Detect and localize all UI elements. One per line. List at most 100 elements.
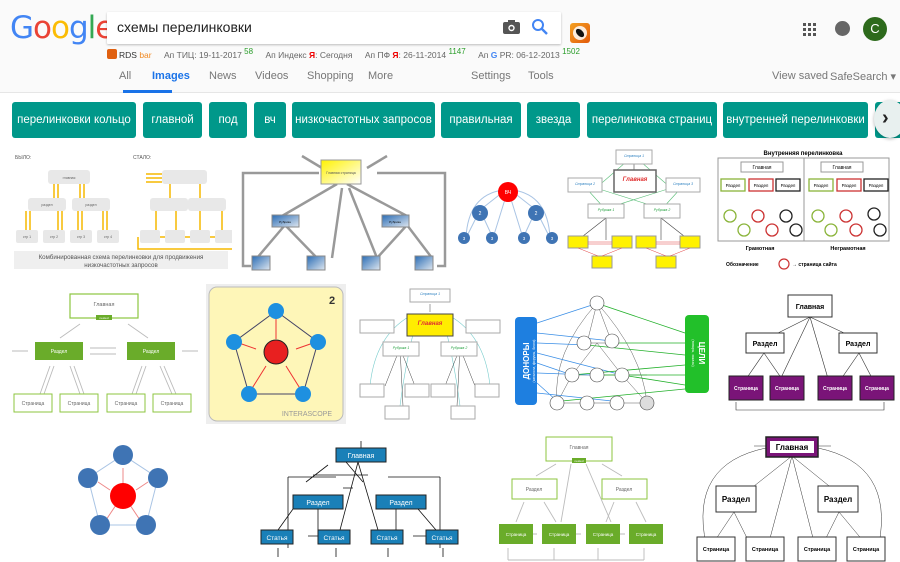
node-main-label: Главная xyxy=(623,177,648,183)
node-page1 xyxy=(615,149,653,165)
google-logo[interactable]: Google xyxy=(10,10,114,46)
chip-7[interactable]: перелинковка страниц xyxy=(587,102,717,138)
rds-brand[interactable]: RDS bar xyxy=(107,48,152,60)
tab-shopping[interactable]: Shopping xyxy=(307,70,354,82)
rds-tic[interactable]: Ап ТИЦ: 19-11-2017 58 xyxy=(164,47,254,60)
node-section xyxy=(511,478,558,500)
rds-extension-icon[interactable] xyxy=(570,23,590,43)
page-nodes xyxy=(696,536,886,562)
image-result-11[interactable] xyxy=(68,440,178,550)
caption-bg xyxy=(14,251,228,269)
apps-grid-icon[interactable] xyxy=(803,23,817,37)
image-result-8[interactable]: Страница 1 Главная Рубрика 1 Рубрика 2 xyxy=(355,286,505,422)
node-level2-label: 2 xyxy=(535,211,538,217)
chips-next-button[interactable]: › xyxy=(874,100,900,138)
node-page2-label: Страница 2 xyxy=(575,182,595,186)
tab-settings[interactable]: Settings xyxy=(471,70,511,82)
node-rubric2: Рубрика 2 xyxy=(451,346,468,350)
node-page1-label: Страница 1 xyxy=(624,154,644,158)
node-section: Раздел xyxy=(814,183,829,188)
chip-5[interactable]: правильная xyxy=(441,102,521,138)
account-avatar[interactable]: C xyxy=(863,17,887,41)
node-level2-label: 2 xyxy=(479,211,482,217)
node-section: Раздел xyxy=(869,183,884,188)
safesearch-dropdown[interactable]: SafeSearch ▾ xyxy=(830,71,897,83)
node-level2 xyxy=(528,205,544,221)
image-result-4[interactable]: Страница 1 Главная Страница 2 Страница 3… xyxy=(566,148,702,272)
tab-tools[interactable]: Tools xyxy=(528,70,554,82)
magnifier-icon[interactable] xyxy=(531,18,549,36)
image-result-5[interactable]: Внутренняя перелинковка Главная Главная … xyxy=(716,148,891,272)
node-page-label: Страница xyxy=(636,532,657,537)
node-page2 xyxy=(567,177,603,193)
node-section xyxy=(292,494,344,510)
node-vch-label: ВЧ xyxy=(505,190,511,196)
chip-8[interactable]: внутренней перелинковки xyxy=(723,102,868,138)
chip-3[interactable]: вч xyxy=(254,102,286,138)
goals-block xyxy=(685,315,709,393)
node-rubric xyxy=(381,214,410,228)
tab-all[interactable]: All xyxy=(119,70,132,82)
caption-line2: низкочастотных запросов xyxy=(84,262,158,269)
nested-badge-label: nested xyxy=(574,459,583,463)
label-before: БЫЛО: xyxy=(15,155,31,161)
image-result-1[interactable]: БЫЛО: СТАЛО: главная раздел раздел стр 1… xyxy=(10,148,232,270)
yellow-arrows xyxy=(25,173,232,250)
number-label: 2 xyxy=(329,295,335,307)
tab-more[interactable]: More xyxy=(368,70,394,82)
node-page-label: Страница xyxy=(115,401,138,407)
rds-bar: RDS bar Ап ТИЦ: 19-11-2017 58 Ап Индекс … xyxy=(107,47,590,60)
before-boxes xyxy=(16,170,119,243)
article-nodes xyxy=(251,255,434,271)
tab-videos[interactable]: Videos xyxy=(255,70,289,82)
chip-0[interactable]: перелинковки кольцо xyxy=(12,102,136,138)
node-page-label: Страница xyxy=(865,386,889,392)
node-main xyxy=(69,293,139,319)
node-article-label: Статья xyxy=(267,535,288,542)
node-main-label: Главная xyxy=(776,443,809,452)
chip-6[interactable]: звезда xyxy=(527,102,580,138)
node-section: Раздел xyxy=(754,183,769,188)
rds-pf[interactable]: Ап ПФ Я: 26-11-2014 1147 xyxy=(364,47,466,60)
node-page: стр 3 xyxy=(77,235,85,239)
image-result-2[interactable]: Главная страница Рубрика Рубрика xyxy=(237,148,453,272)
node-section xyxy=(817,485,859,513)
notifications-icon[interactable] xyxy=(835,21,850,36)
node-section: Раздел xyxy=(842,183,857,188)
rds-index[interactable]: Ап Индекс Я: Сегодня xyxy=(265,49,353,60)
logo-letter: l xyxy=(87,10,97,46)
chip-4[interactable]: низкочастотных запросов xyxy=(292,102,435,138)
node-section-label: Раздел xyxy=(389,500,412,507)
node-rubric1-label: Рубрика 1 xyxy=(598,208,615,212)
chip-1[interactable]: главной xyxy=(143,102,202,138)
tab-news[interactable]: News xyxy=(209,70,237,82)
image-result-7[interactable]: 2 INTERASCOPE xyxy=(206,284,346,424)
leaf-label: 3 xyxy=(491,236,494,241)
node-article-label: Статья xyxy=(377,535,398,542)
node-section xyxy=(375,494,427,510)
view-saved-link[interactable]: View saved xyxy=(772,70,829,82)
active-tab-indicator xyxy=(123,90,172,93)
outer-nodes xyxy=(78,445,168,535)
diagram-combined-scheme: БЫЛО: СТАЛО: главная раздел раздел стр 1… xyxy=(14,155,232,269)
node-section xyxy=(127,342,175,360)
tab-images[interactable]: Images xyxy=(152,70,190,82)
rds-pr[interactable]: Ап G PR: 06-12-2013 1502 xyxy=(478,47,580,60)
image-result-9[interactable]: ДОНОРЫ (каталоги, форумы, блоги) ЦЕЛИ (т… xyxy=(512,293,712,411)
node-main-label: Главная xyxy=(832,165,851,171)
node-main xyxy=(820,161,864,173)
chip-2[interactable]: под xyxy=(209,102,247,138)
search-box[interactable] xyxy=(107,12,561,44)
search-input[interactable] xyxy=(117,19,497,35)
node-rubric-label: Рубрика xyxy=(279,220,291,224)
camera-icon[interactable] xyxy=(503,20,520,34)
diagram-internal-linking: Внутренняя перелинковка Главная Главная … xyxy=(717,151,890,270)
node-rubric1 xyxy=(587,203,625,219)
